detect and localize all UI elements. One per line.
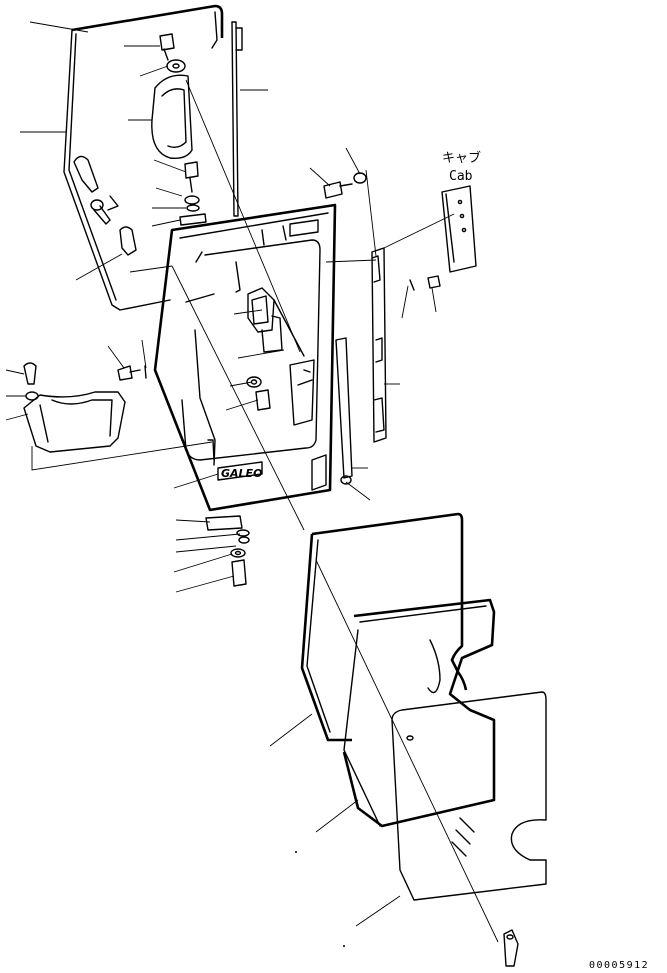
galeo-badge: GALEO [217, 461, 263, 481]
door-latch [247, 287, 305, 357]
storage-tray [23, 391, 126, 453]
door-handle-recess [151, 74, 193, 160]
door-glass-inner [391, 691, 547, 901]
door-frame [153, 203, 337, 512]
lower-washers [236, 529, 250, 544]
cab-label-japanese: キャブ [442, 150, 481, 166]
galeo-logo-text: GALEO [221, 467, 262, 480]
washer-tray [25, 391, 39, 401]
lower-striker-plate [205, 515, 243, 531]
door-hinge [371, 247, 387, 443]
lower-washer [230, 548, 246, 558]
door-glass-outer [300, 512, 468, 742]
bolt-left-frame [117, 365, 147, 381]
door-stay [335, 337, 353, 485]
hinge-washer [353, 172, 367, 184]
drawing-code: 00005912 [589, 960, 649, 971]
leader-lines [5, 21, 499, 943]
bolt-tray-top [23, 362, 37, 385]
washer-top [166, 59, 186, 73]
cab-label-english: Cab [449, 169, 473, 184]
lock-washer-set [179, 195, 207, 226]
ref-dot [295, 851, 297, 853]
lower-bolt [231, 559, 247, 587]
hinge-bolt [323, 181, 353, 199]
hinge-pin-bolt [409, 275, 441, 291]
ref-dot [343, 945, 345, 947]
bolt-frame-center [255, 389, 271, 411]
door-knob [503, 929, 519, 967]
door-glass-middle [342, 598, 496, 828]
door-lock-rod [231, 21, 243, 217]
cab-pillar [441, 185, 477, 273]
bolt-top [159, 33, 175, 61]
bolt-mid [184, 161, 199, 193]
washer-frame [246, 376, 262, 388]
door-inner-cover-panel [63, 4, 224, 311]
striker-assembly [73, 155, 137, 256]
